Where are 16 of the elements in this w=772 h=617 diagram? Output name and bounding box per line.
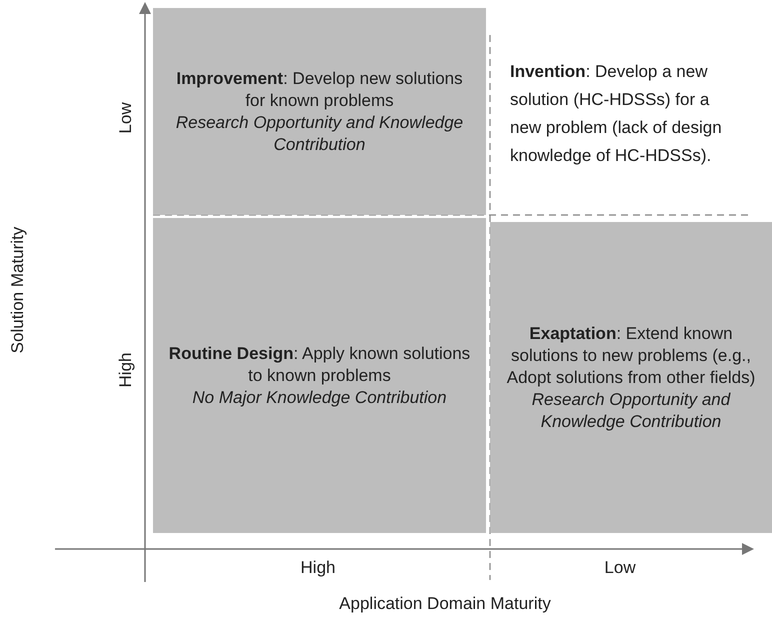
- contribution-note: Research Opportunity and Knowledge Contribution: [174, 112, 464, 156]
- axis-title: Solution Maturity: [8, 226, 28, 354]
- axis-title: Application Domain Maturity: [339, 594, 551, 614]
- quadrant-description: Exaptation: Extend known solutions to new problems (e.g., Adopt solutions from other fields): [506, 322, 756, 388]
- contribution-note: No Major Knowledge Contribution: [192, 386, 447, 408]
- quadrant-description: Improvement: Develop new solutions for known problems: [175, 68, 464, 112]
- quadrant-description: Invention: Develop a new solution (HC-HDSSs) for a new problem (lack of design knowledge of HC-HDSSs).: [510, 61, 723, 167]
- axis-tick-label: High: [116, 352, 136, 388]
- axis-tick-label: High: [300, 558, 336, 578]
- axis-tick-label: Low: [116, 102, 136, 134]
- axis-tick-label: Low: [604, 558, 636, 578]
- contribution-note: Research Opportunity and Knowledge Contribution: [530, 388, 732, 432]
- quadrant-panel: [490, 222, 772, 533]
- quadrant-panel: [153, 8, 486, 215]
- quadrant-panel: [153, 218, 486, 533]
- quadrant-description: Routine Design: Apply known solutions to known problems: [168, 342, 472, 386]
